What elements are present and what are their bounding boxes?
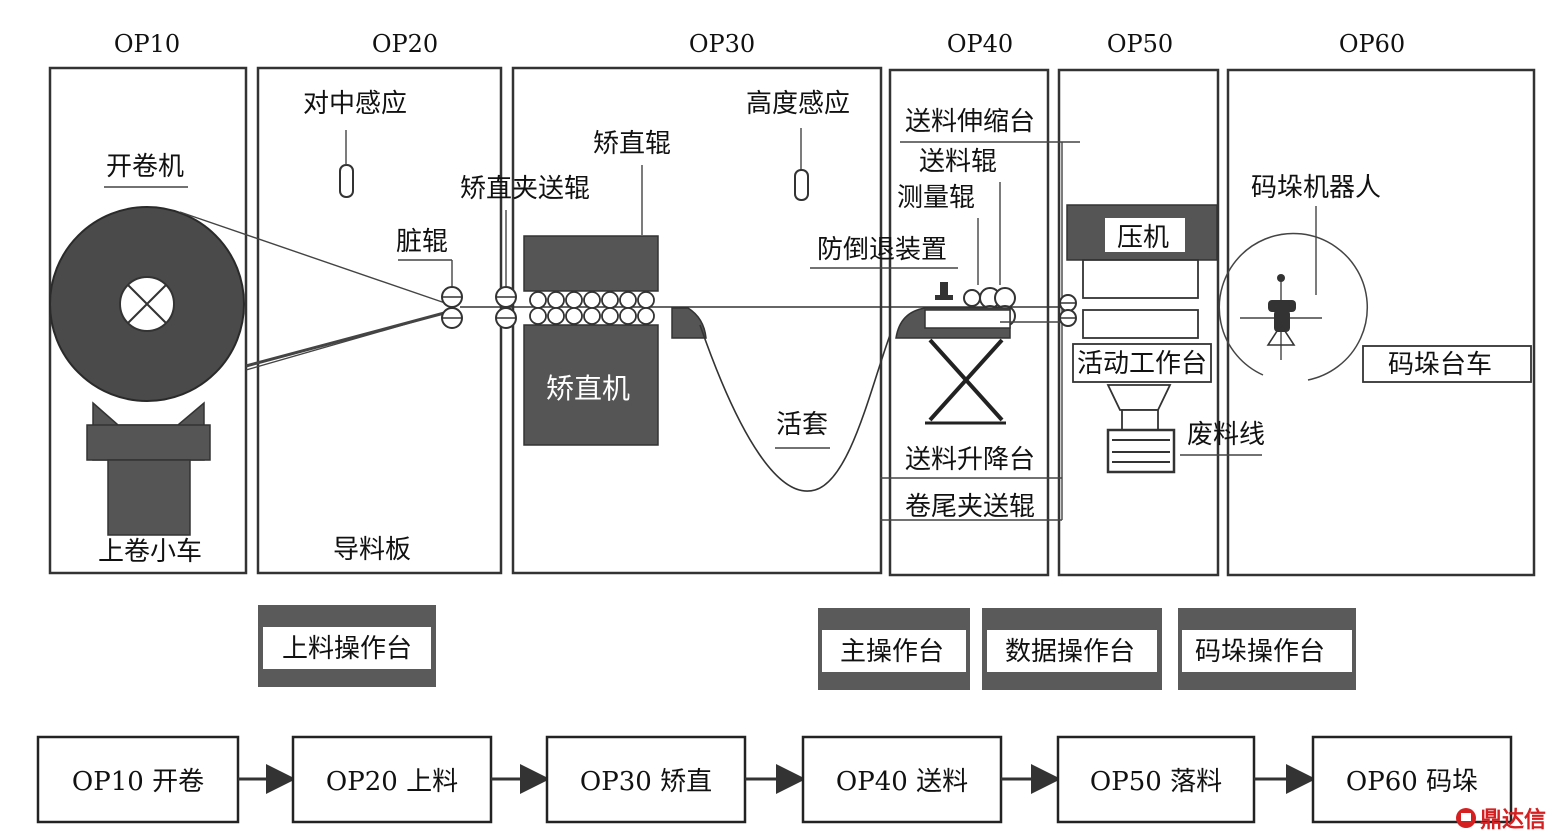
flow-step: OP30 矫直 <box>545 735 747 824</box>
height-sensor-label: 高度感应 <box>746 89 850 119</box>
flow-step-label: OP40 送料 <box>836 767 968 797</box>
straightener-roll-label: 矫直辊 <box>593 129 671 159</box>
measuring-roll-label: 测量辊 <box>897 183 975 213</box>
flow-step-label: OP50 落料 <box>1090 767 1222 797</box>
station-label-op50: OP50 <box>1107 30 1173 58</box>
coil-car-group: 上卷小车 <box>86 401 211 567</box>
loop-group: 活套 <box>699 324 891 492</box>
moving-bolster-label: 活动工作台 <box>1077 349 1207 379</box>
watermark-text: 鼎达信 <box>1480 807 1546 833</box>
robot-work-envelope <box>1218 232 1369 381</box>
op20-components: 对中感应 脏辊 导料板 <box>303 89 463 565</box>
flow-step: OP60 码垛 <box>1311 735 1513 824</box>
station-label-op60: OP60 <box>1339 30 1405 58</box>
moving-bolster <box>1072 343 1212 383</box>
anti-backward-device-label: 防倒退装置 <box>817 235 947 265</box>
straightener-group: 矫直辊 矫直机 <box>523 129 707 446</box>
scissor-lift <box>925 338 1006 425</box>
station-labels: OP10 OP20 OP30 OP40 OP50 OP60 <box>114 30 1405 58</box>
tail-pinch-roll <box>1059 294 1077 327</box>
station-label-op30: OP30 <box>689 30 755 58</box>
process-flow: OP10 开卷 OP20 上料 OP30 矫直 OP40 送料 OP50 落料 … <box>36 735 1513 824</box>
straightener-lower <box>523 324 659 446</box>
feed-lift-table-label: 送料升降台 <box>905 445 1035 475</box>
station-label-op10: OP10 <box>114 30 180 58</box>
console-loading-label: 上料操作台 <box>282 634 412 664</box>
feed-telescopic-table-label: 送料伸缩台 <box>905 107 1035 137</box>
stacking-cart-label: 码垛台车 <box>1388 350 1492 380</box>
centering-sensor-icon <box>339 164 354 198</box>
guide-plate-label: 导料板 <box>333 535 411 565</box>
op40-components: 送料伸缩台 送料辊 测量辊 防倒退装置 送料升降台 卷尾夹送辊 <box>810 107 1080 522</box>
station-frame-op10 <box>48 66 248 575</box>
console-data-label: 数据操作台 <box>1005 637 1135 667</box>
flow-step: OP40 送料 <box>801 735 1003 824</box>
flow-step: OP20 上料 <box>291 735 493 824</box>
stacking-robot-label: 码垛机器人 <box>1251 173 1381 203</box>
anti-backward-device <box>935 282 953 300</box>
loop-exit-ramp <box>671 307 707 339</box>
flow-step: OP50 落料 <box>1056 735 1256 824</box>
console-data: 数据操作台 <box>982 608 1162 690</box>
dirty-roll <box>441 286 463 329</box>
uncoiler-label: 开卷机 <box>106 152 184 182</box>
station-label-op20: OP20 <box>372 30 438 58</box>
coil-car-base <box>107 459 191 536</box>
stacking-robot-icon <box>1266 274 1296 346</box>
console-loading: 上料操作台 <box>258 605 436 687</box>
height-sensor-group: 高度感应 <box>746 89 850 201</box>
station-label-op40: OP40 <box>947 30 1013 58</box>
station-frames <box>48 66 1536 577</box>
press-label: 压机 <box>1117 223 1169 253</box>
loop-curve <box>699 324 891 492</box>
flow-step-label: OP60 码垛 <box>1346 767 1478 797</box>
press-group: 压机 活动工作台 废料线 <box>1066 204 1265 474</box>
scrap-bin <box>1106 428 1176 474</box>
coil-car-label: 上卷小车 <box>98 537 202 567</box>
strip-path-op10-op20 <box>179 211 449 371</box>
straightener-label: 矫直机 <box>546 372 630 405</box>
console-main-label: 主操作台 <box>840 637 944 667</box>
centering-sensor-label: 对中感应 <box>303 89 407 119</box>
flow-step: OP10 开卷 <box>36 735 240 824</box>
stacking-cart <box>1362 345 1532 383</box>
operator-consoles: 上料操作台 主操作台 数据操作台 码垛操作台 <box>258 605 1356 690</box>
uncoiler-group: 开卷机 <box>49 152 245 402</box>
straightener-upper <box>523 235 659 292</box>
station-frame-op60 <box>1226 68 1536 577</box>
dirty-roll-label: 脏辊 <box>396 227 448 257</box>
flow-step-label: OP10 开卷 <box>72 767 204 797</box>
straightening-pinch-roll-label: 矫直夹送辊 <box>460 174 590 204</box>
console-main: 主操作台 <box>818 608 970 690</box>
straightening-pinch-roll-group: 矫直夹送辊 <box>460 174 590 329</box>
straightener-rolls <box>529 291 655 325</box>
watermark-logo: 鼎达信 <box>1456 807 1546 833</box>
station-frame-op20 <box>256 66 503 575</box>
console-stacking-label: 码垛操作台 <box>1195 637 1325 667</box>
flow-step-label: OP30 矫直 <box>580 767 712 797</box>
height-sensor-icon <box>794 169 809 201</box>
coil-car-body <box>86 424 211 461</box>
flow-step-label: OP20 上料 <box>326 767 458 797</box>
console-stacking: 码垛操作台 <box>1178 608 1356 690</box>
loop-label: 活套 <box>776 410 828 440</box>
feed-roll-label: 送料辊 <box>919 147 997 177</box>
scrap-line-label: 废料线 <box>1187 420 1265 450</box>
tail-pinch-roll-label: 卷尾夹送辊 <box>905 492 1035 522</box>
scrap-chute <box>1106 384 1172 411</box>
stacking-group: 码垛机器人 码垛台车 <box>1218 173 1532 383</box>
